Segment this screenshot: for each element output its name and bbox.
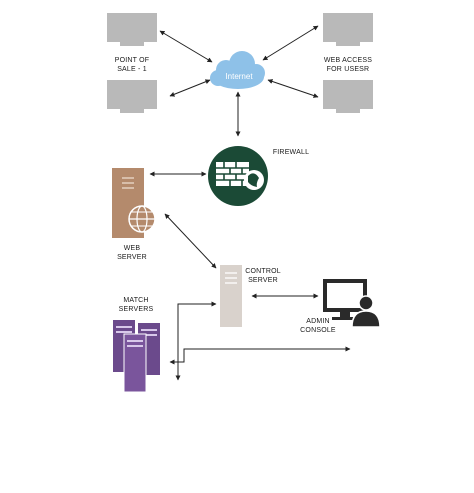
control-server-label: CONTROL SERVER bbox=[240, 267, 286, 285]
pos-label: POINT OF SALE - 1 bbox=[107, 56, 157, 74]
web-server-label-line1: WEB bbox=[123, 245, 141, 252]
cloud-icon bbox=[210, 51, 265, 89]
firewall-label-line: FIREWALL bbox=[272, 149, 310, 156]
internet-label: Internet bbox=[225, 72, 253, 81]
control-server-label-line1: CONTROL bbox=[245, 268, 281, 275]
match-servers-label-line1: MATCH bbox=[123, 297, 149, 304]
admin-console-label: ADMIN CONSOLE bbox=[295, 317, 341, 335]
control-server-label-line2: SERVER bbox=[248, 277, 278, 284]
web-access-label: WEB ACCESS FOR USESR bbox=[318, 56, 378, 74]
match-servers-label-line2: SERVERS bbox=[118, 306, 154, 313]
admin-console-label-line1: ADMIN bbox=[306, 318, 330, 325]
server-cluster-icon bbox=[113, 320, 160, 393]
monitor-icon bbox=[323, 13, 373, 46]
web-access-label-line2: FOR USESR bbox=[326, 66, 370, 73]
web-server-label-line2: SERVER bbox=[117, 254, 147, 261]
admin-console-label-line2: CONSOLE bbox=[300, 327, 336, 334]
monitor-icon bbox=[107, 13, 157, 46]
pos-label-line1: POINT OF bbox=[114, 57, 150, 64]
web-server-icon bbox=[112, 168, 156, 238]
firewall-label: FIREWALL bbox=[266, 148, 316, 157]
connection-arrows bbox=[149, 25, 351, 381]
firewall-icon bbox=[208, 146, 268, 206]
admin-console-icon bbox=[323, 279, 381, 328]
match-servers-label: MATCH SERVERS bbox=[112, 296, 160, 314]
monitor-icon bbox=[323, 80, 373, 113]
pos-label-line2: SALE - 1 bbox=[117, 66, 147, 73]
server-tower-icon bbox=[220, 265, 242, 327]
web-server-label: WEB SERVER bbox=[110, 244, 154, 262]
monitor-icon bbox=[107, 80, 157, 113]
web-access-label-line1: WEB ACCESS bbox=[323, 57, 373, 64]
